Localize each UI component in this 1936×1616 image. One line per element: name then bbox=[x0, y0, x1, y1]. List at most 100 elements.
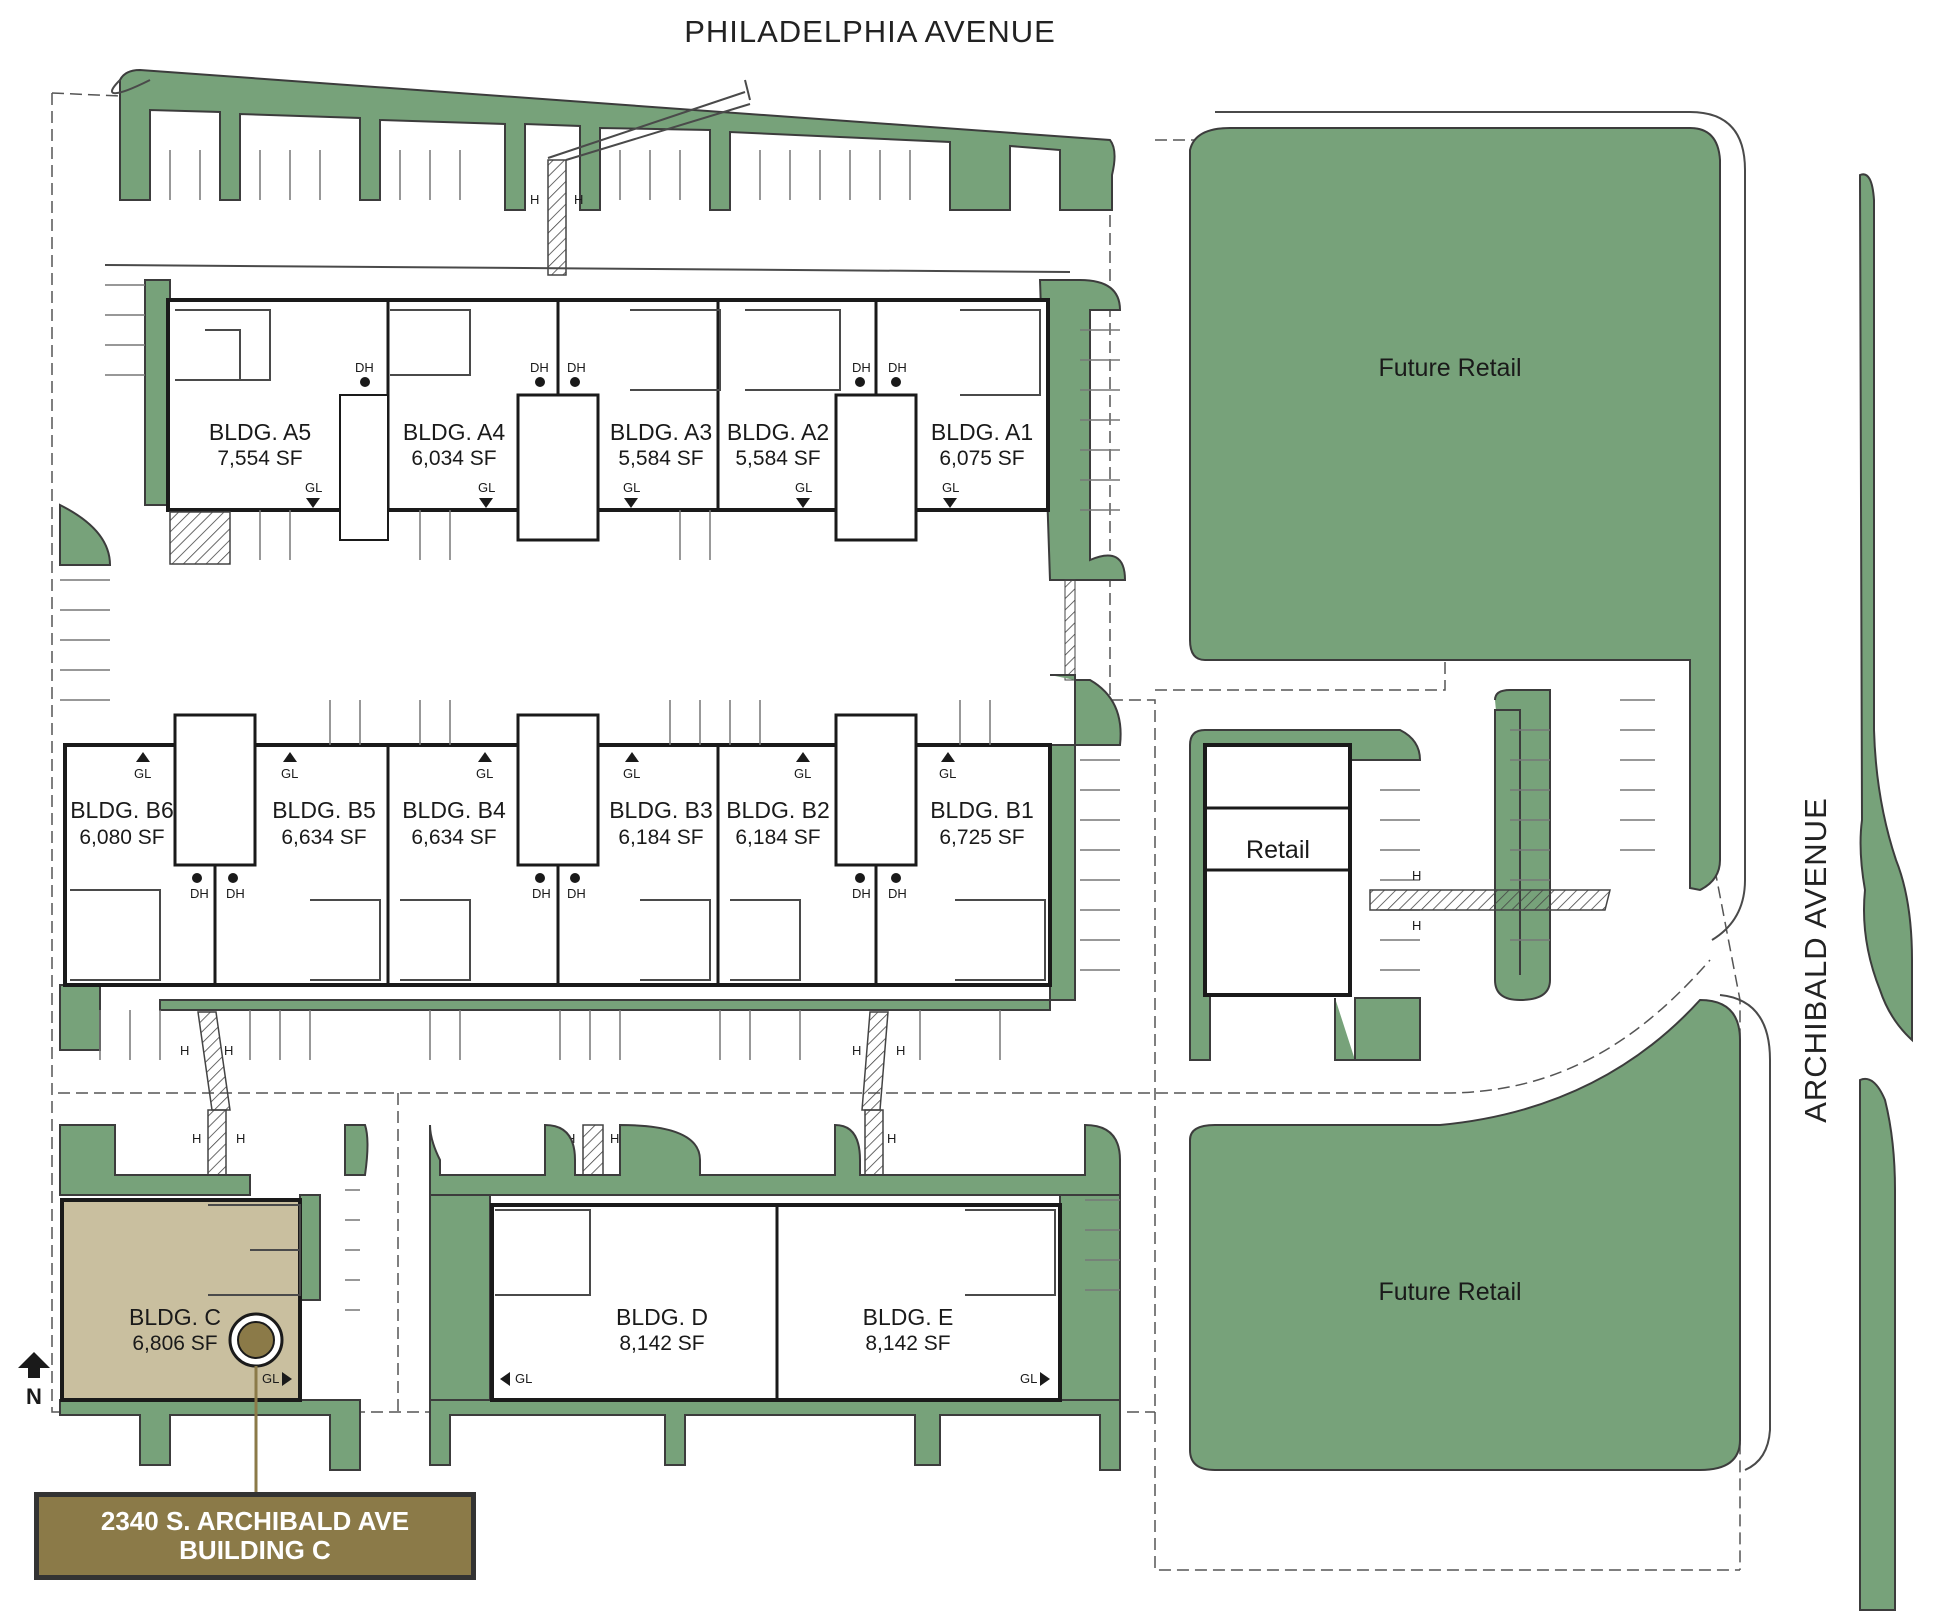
handicap-marker: H bbox=[574, 192, 583, 207]
handicap-marker: H bbox=[180, 1043, 189, 1058]
grade-level-marker: GL bbox=[942, 480, 959, 495]
dock-high-marker: DH bbox=[852, 886, 871, 901]
bldg-b6-name: BLDG. B6 bbox=[70, 797, 174, 823]
bldg-a4[interactable]: BLDG. A4 6,034 SF bbox=[403, 419, 505, 470]
grade-level-marker: GL bbox=[939, 766, 956, 781]
grade-level-marker: GL bbox=[281, 766, 298, 781]
bldg-c[interactable]: BLDG. C 6,806 SF GL bbox=[60, 1198, 302, 1402]
bldg-a3[interactable]: BLDG. A3 5,584 SF bbox=[610, 419, 712, 470]
grade-level-marker: GL bbox=[623, 766, 640, 781]
handicap-marker: H bbox=[192, 1131, 201, 1146]
bldg-a1-name: BLDG. A1 bbox=[931, 419, 1033, 445]
grade-level-marker: GL bbox=[476, 766, 493, 781]
future-retail-south-label: Future Retail bbox=[1378, 1278, 1521, 1306]
row-b-buildings bbox=[63, 700, 1052, 1060]
callout-address: 2340 S. ARCHIBALD AVE bbox=[100, 1506, 410, 1536]
future-retail-south[interactable]: Future Retail bbox=[1189, 994, 1771, 1471]
retail-island bbox=[1494, 689, 1655, 1002]
bldg-b4[interactable]: BLDG. B4 6,634 SF bbox=[402, 797, 506, 849]
row-a-curb bbox=[104, 264, 1071, 273]
grade-level-marker: GL bbox=[134, 766, 151, 781]
dock-high-marker: DH bbox=[567, 886, 586, 901]
handicap-marker: H bbox=[852, 1043, 861, 1058]
bldg-b4-sf: 6,634 SF bbox=[411, 826, 496, 849]
bldg-b2-sf: 6,184 SF bbox=[735, 826, 820, 849]
north-walkway: H H bbox=[530, 91, 751, 276]
retail-label: Retail bbox=[1246, 836, 1310, 864]
bldg-b1-sf: 6,725 SF bbox=[939, 826, 1024, 849]
bldg-b2[interactable]: BLDG. B2 6,184 SF bbox=[726, 797, 830, 849]
retail-walkway: H H bbox=[1369, 868, 1611, 933]
bldg-e-sf: 8,142 SF bbox=[865, 1332, 950, 1355]
bldg-b6[interactable]: BLDG. B6 6,080 SF bbox=[70, 797, 174, 849]
dock-high-marker: DH bbox=[355, 360, 374, 375]
callout-building: BUILDING C bbox=[179, 1535, 331, 1565]
dock-high-marker: DH bbox=[888, 360, 907, 375]
south-walkways: H H H H H H H H H H bbox=[180, 1011, 905, 1181]
handicap-marker: H bbox=[1412, 918, 1421, 933]
bldg-a5[interactable]: BLDG. A5 7,554 SF bbox=[209, 419, 311, 470]
bldg-a4-name: BLDG. A4 bbox=[403, 419, 505, 445]
handicap-marker: H bbox=[887, 1131, 896, 1146]
grade-level-marker: GL bbox=[794, 766, 811, 781]
bldg-d-sf: 8,142 SF bbox=[619, 1332, 704, 1355]
bldg-b2-name: BLDG. B2 bbox=[726, 797, 830, 823]
future-retail-north-label: Future Retail bbox=[1378, 354, 1521, 382]
south-landscape bbox=[59, 1123, 1121, 1471]
archibald-median bbox=[1859, 173, 1913, 1611]
row-a-markers: DH DH DH DH DH GL GL GL GL GL bbox=[305, 360, 959, 508]
bldg-b1-name: BLDG. B1 bbox=[930, 797, 1034, 823]
north-landscape bbox=[110, 68, 1116, 211]
grade-level-marker: GL bbox=[262, 1371, 279, 1386]
bldg-a2[interactable]: BLDG. A2 5,584 SF bbox=[727, 419, 829, 470]
dock-high-marker: DH bbox=[532, 886, 551, 901]
row-a-landscape bbox=[59, 279, 1127, 581]
handicap-marker: H bbox=[530, 192, 539, 207]
bldg-d-name: BLDG. D bbox=[616, 1304, 708, 1330]
grade-level-marker: GL bbox=[515, 1371, 532, 1386]
handicap-marker: H bbox=[896, 1043, 905, 1058]
dock-high-marker: DH bbox=[567, 360, 586, 375]
philadelphia-avenue-label: PHILADELPHIA AVENUE bbox=[684, 14, 1056, 49]
bldg-a2-name: BLDG. A2 bbox=[727, 419, 829, 445]
bldg-b6-sf: 6,080 SF bbox=[79, 826, 164, 849]
handicap-marker: H bbox=[610, 1131, 619, 1146]
grade-level-marker: GL bbox=[1020, 1371, 1037, 1386]
bldg-de-block bbox=[490, 1203, 1062, 1402]
bldg-a2-sf: 5,584 SF bbox=[735, 447, 820, 470]
bldg-a3-name: BLDG. A3 bbox=[610, 419, 712, 445]
archibald-avenue-label: ARCHIBALD AVENUE bbox=[1798, 797, 1833, 1123]
property-callout[interactable]: 2340 S. ARCHIBALD AVE BUILDING C bbox=[34, 1492, 476, 1580]
bldg-e-name: BLDG. E bbox=[863, 1304, 954, 1330]
location-marker-icon bbox=[228, 1312, 284, 1492]
bldg-a1[interactable]: BLDG. A1 6,075 SF bbox=[931, 419, 1033, 470]
dock-high-marker: DH bbox=[226, 886, 245, 901]
bldg-c-name: BLDG. C bbox=[129, 1304, 221, 1330]
bldg-d[interactable]: BLDG. D 8,142 SF GL bbox=[500, 1304, 708, 1386]
grade-level-marker: GL bbox=[623, 480, 640, 495]
dock-high-marker: DH bbox=[190, 886, 209, 901]
retail-pad[interactable]: Retail bbox=[1189, 729, 1422, 1061]
handicap-marker: H bbox=[224, 1043, 233, 1058]
bldg-e[interactable]: BLDG. E 8,142 SF GL bbox=[863, 1304, 1050, 1386]
bldg-b5-sf: 6,634 SF bbox=[281, 826, 366, 849]
bldg-b5-name: BLDG. B5 bbox=[272, 797, 376, 823]
grade-level-marker: GL bbox=[795, 480, 812, 495]
bldg-b4-name: BLDG. B4 bbox=[402, 797, 506, 823]
bldg-b3[interactable]: BLDG. B3 6,184 SF bbox=[609, 797, 713, 849]
bldg-c-sf: 6,806 SF bbox=[132, 1332, 217, 1355]
bldg-b1[interactable]: BLDG. B1 6,725 SF bbox=[930, 797, 1034, 849]
handicap-marker: H bbox=[1412, 868, 1421, 883]
row-a-buildings bbox=[166, 298, 1050, 565]
bldg-a5-name: BLDG. A5 bbox=[209, 419, 311, 445]
future-retail-north[interactable]: Future Retail bbox=[1189, 111, 1746, 941]
dock-high-marker: DH bbox=[888, 886, 907, 901]
bldg-b3-name: BLDG. B3 bbox=[609, 797, 713, 823]
bldg-a4-sf: 6,034 SF bbox=[411, 447, 496, 470]
west-parking bbox=[60, 284, 1120, 971]
north-parking bbox=[169, 150, 911, 200]
bldg-b5[interactable]: BLDG. B5 6,634 SF bbox=[272, 797, 376, 849]
north-arrow-label: N bbox=[26, 1384, 42, 1409]
row-b-markers: GL GL GL GL GL GL DH DH DH DH DH DH bbox=[134, 752, 956, 901]
grade-level-marker: GL bbox=[478, 480, 495, 495]
